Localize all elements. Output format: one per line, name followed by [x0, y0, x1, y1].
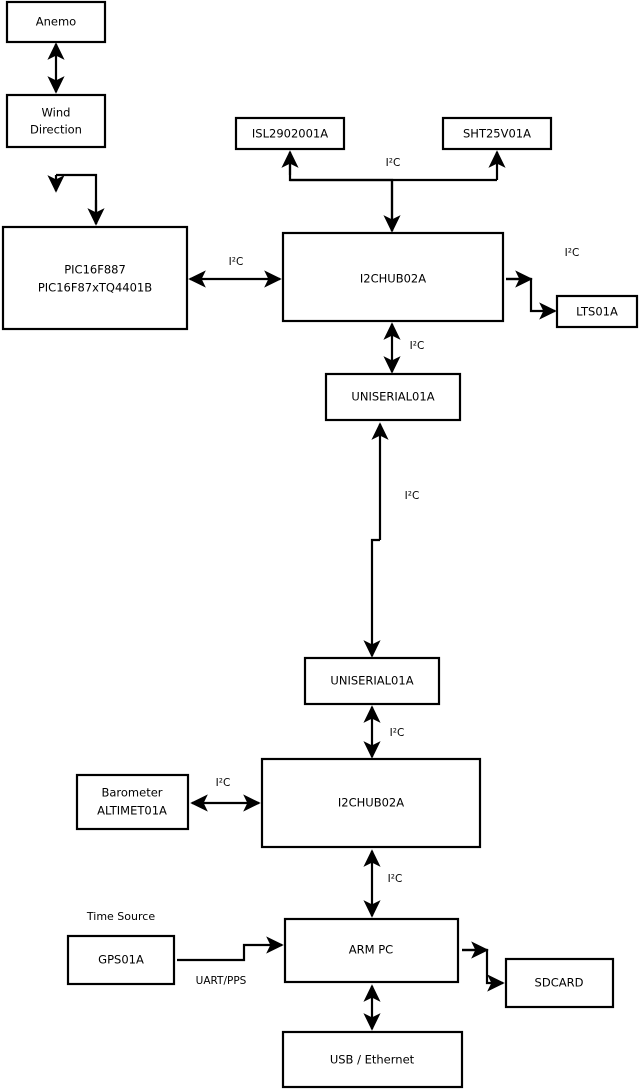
block-pic-label-2: PIC16F87xTQ4401B	[38, 281, 152, 295]
block-uniserial01a-top[interactable]: UNISERIAL01A	[324, 372, 462, 422]
block-lts01a[interactable]: LTS01A	[555, 294, 639, 329]
block-usb-ethernet-label: USB / Ethernet	[330, 1053, 415, 1067]
block-sdcard-label: SDCARD	[535, 976, 584, 990]
edge-label-hub-sensors: I²C	[386, 157, 401, 169]
block-isl2902001a[interactable]: ISL2902001A	[234, 116, 346, 151]
block-anemo[interactable]: Anemo	[5, 0, 107, 44]
block-arm-pc[interactable]: ARM PC	[283, 917, 460, 984]
block-wind-direction-label-1: Wind	[42, 106, 71, 120]
block-sdcard[interactable]: SDCARD	[504, 957, 615, 1009]
block-gps01a-label: GPS01A	[98, 953, 144, 967]
block-barometer-label-2: ALTIMET01A	[97, 804, 167, 818]
edge-label-hub-lts: I²C	[565, 247, 580, 259]
edge-wind-pic	[56, 175, 98, 224]
edge-label-uniserial-hubbot: I²C	[390, 727, 405, 739]
edge-hubtop-sensorbus	[288, 155, 394, 231]
block-wind-direction[interactable]: Wind Direction	[5, 93, 107, 149]
edge-uniserial-link-jog	[363, 538, 381, 658]
block-barometer-label-1: Barometer	[101, 786, 162, 800]
block-wind-direction-label-2: Direction	[30, 123, 82, 137]
block-pic-label-1: PIC16F887	[64, 263, 126, 277]
block-lts01a-label: LTS01A	[576, 305, 618, 319]
block-i2chub02a-top-label: I2CHUB02A	[360, 272, 426, 286]
block-arm-pc-label: ARM PC	[349, 943, 393, 957]
block-uniserial01a-bottom[interactable]: UNISERIAL01A	[303, 656, 441, 706]
edge-label-gps-armpc: UART/PPS	[196, 975, 247, 987]
block-pic-mcu[interactable]: PIC16F887 PIC16F87xTQ4401B	[1, 225, 189, 331]
edge-armpc-sdcard	[462, 948, 505, 992]
edge-label-hubbot-armpc: I²C	[388, 873, 403, 885]
edge-label-hub-uniserial: I²C	[410, 340, 425, 352]
block-i2chub02a-top[interactable]: I2CHUB02A	[281, 231, 505, 323]
edge-label-pic-hub: I²C	[229, 256, 244, 268]
block-gps01a[interactable]: GPS01A	[66, 934, 176, 986]
edge-label-uniserial-link: I²C	[405, 490, 420, 502]
block-uniserial01a-top-label: UNISERIAL01A	[351, 390, 434, 404]
label-time-source: Time Source	[86, 910, 155, 923]
block-barometer[interactable]: Barometer ALTIMET01A	[75, 773, 190, 831]
block-sht25v01a[interactable]: SHT25V01A	[441, 116, 553, 151]
block-i2chub02a-bottom[interactable]: I2CHUB02A	[260, 757, 482, 849]
block-usb-ethernet[interactable]: USB / Ethernet	[281, 1030, 464, 1089]
block-i2chub02a-bottom-label: I2CHUB02A	[338, 796, 404, 810]
block-sht25v01a-label: SHT25V01A	[463, 127, 531, 141]
block-uniserial01a-bottom-label: UNISERIAL01A	[330, 674, 413, 688]
edge-hubtop-lts	[506, 277, 557, 320]
block-anemo-label: Anemo	[36, 15, 76, 29]
edge-gps-armpc	[177, 936, 284, 962]
edge-label-barometer-hubbot: I²C	[216, 777, 231, 789]
block-isl2902001a-label: ISL2902001A	[252, 127, 328, 141]
